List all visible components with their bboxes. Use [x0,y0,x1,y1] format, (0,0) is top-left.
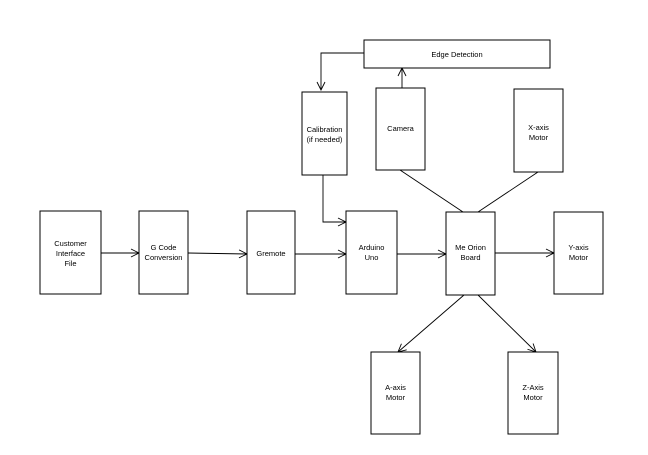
node-label: Uno [365,253,379,262]
node-label: Arduino [359,243,385,252]
node-label: Board [460,253,480,262]
node-label: Calibration [307,125,343,134]
node-label: G Code [151,243,177,252]
edge-edgedetection-to-calibration [316,52,364,92]
node-label: File [64,259,76,268]
node-z-axis-motor: Z-Axis Motor [507,351,559,435]
node-label: Y-axis [568,243,588,252]
node-me-orion-board: Me Orion Board [445,211,496,296]
edge-gcode-to-gremote [187,249,249,259]
node-y-axis-motor: Y-axis Motor [553,211,604,295]
node-camera: Camera [375,87,426,171]
node-arduino-uno: Arduino Uno [345,210,398,295]
node-label: (if needed) [307,135,343,144]
node-gremote: Gremote [246,210,296,295]
node-label: Camera [387,124,415,133]
node-a-axis-motor: A-axis Motor [370,351,421,435]
node-edge-detection: Edge Detection [363,39,551,69]
edge-xmotor-to-meorion [477,171,539,213]
edge-camera-to-meorion [399,169,464,213]
node-x-axis-motor: X-axis Motor [513,88,564,173]
node-customer-file: Customer Interface File [39,210,102,295]
edge-meorion-to-amotor [397,294,465,353]
edge-meorion-to-zmotor [477,294,537,353]
node-label: Motor [523,393,543,402]
node-label: Motor [529,133,549,142]
edge-calibration-to-arduino [322,175,348,227]
node-gcode-conversion: G Code Conversion [138,210,189,295]
node-label: X-axis [528,123,549,132]
node-label: A-axis [385,383,406,392]
node-label: Me Orion [455,243,486,252]
node-label: Gremote [256,249,285,258]
node-label: Conversion [145,253,183,262]
edges [101,52,556,353]
node-label: Z-Axis [522,383,543,392]
node-label: Interface [56,249,85,258]
node-calibration: Calibration (if needed) [301,91,348,176]
node-label: Customer [54,239,87,248]
node-label: Motor [386,393,406,402]
node-label: Motor [569,253,589,262]
node-label: Edge Detection [431,50,482,59]
